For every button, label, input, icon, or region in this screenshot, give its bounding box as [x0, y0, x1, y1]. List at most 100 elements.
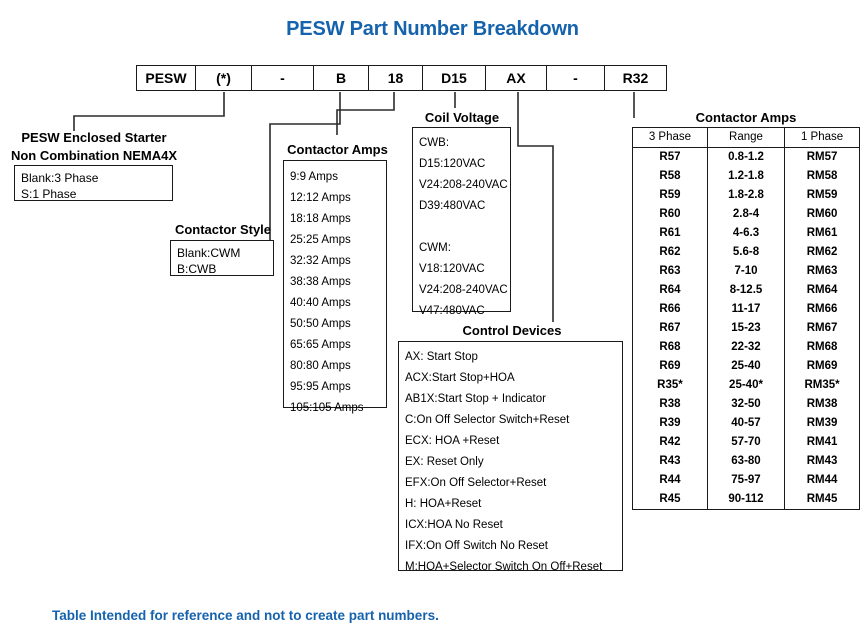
table-cell: RM68 — [806, 341, 838, 353]
control-devices-option: M:HOA+Selector Switch On Off+Reset — [405, 561, 603, 573]
coil-voltage-option: CWB: — [419, 137, 450, 149]
part-number-cell-2: - — [252, 66, 314, 90]
table-cell: 40-57 — [707, 414, 786, 433]
part-number-cell-6: AX — [486, 66, 547, 90]
coil-voltage-option: D39:480VAC — [419, 200, 486, 212]
enclosed-starter-options-box: Blank:3 Phase S:1 Phase — [14, 165, 173, 201]
page-title: PESW Part Number Breakdown — [286, 18, 579, 40]
table-cell: 25-40 — [707, 357, 786, 376]
coil-voltage-option: CWM: — [419, 242, 451, 254]
table-cell: R62 — [632, 243, 708, 262]
table-cell: 25-40* — [707, 376, 786, 395]
coil-voltage-spacer — [419, 217, 504, 238]
table-cell: RM39 — [806, 417, 838, 429]
coil-voltage-option: V24:208-240VAC — [419, 179, 508, 191]
table-cell: 75-97 — [707, 471, 786, 490]
table-cell: RM38 — [806, 398, 838, 410]
table-cell: RM63 — [806, 265, 838, 277]
part-number-cell-5: D15 — [423, 66, 486, 90]
table-cell: RM69 — [806, 360, 838, 372]
control-devices-option: EFX:On Off Selector+Reset — [405, 477, 547, 489]
contactor-amps-option: 38:38 Amps — [290, 276, 351, 288]
table-cell: 7-10 — [707, 262, 786, 281]
leader-control-devices — [517, 92, 554, 322]
table-cell: R67 — [632, 319, 708, 338]
table-cell: 4-6.3 — [707, 224, 786, 243]
table-cell: RM61 — [806, 227, 838, 239]
table-cell: 22-32 — [707, 338, 786, 357]
table-cell: R59 — [632, 186, 708, 205]
enclosed-starter-heading-line1: PESW Enclosed Starter — [21, 130, 167, 145]
table-cell: RM60 — [806, 208, 838, 220]
contactor-amps-option: 18:18 Amps — [290, 213, 351, 225]
contactor-amps-option: 40:40 Amps — [290, 297, 351, 309]
coil-voltage-options-box: CWB: D15:120VAC V24:208-240VAC D39:480VA… — [412, 127, 511, 317]
table-cell: R64 — [632, 281, 708, 300]
table-cell: R61 — [632, 224, 708, 243]
leader-enclosed-starter — [73, 92, 225, 131]
column-header-1-phase: 1 Phase — [784, 127, 860, 148]
contactor-amps-list-box: 9:9 Amps 12:12 Amps 18:18 Amps 25:25 Amp… — [283, 160, 387, 414]
control-devices-heading: Control Devices — [462, 323, 562, 338]
table-cell: RM41 — [806, 436, 838, 448]
coil-voltage-option: V47:480VAC — [419, 305, 485, 317]
contactor-style-options-box: Blank:CWM B:CWB — [170, 240, 274, 276]
table-cell: RM43 — [806, 455, 838, 467]
control-devices-options-box: AX: Start Stop ACX:Start Stop+HOA AB1X:S… — [398, 341, 623, 573]
enclosed-starter-heading-line2: Non Combination NEMA4X — [10, 148, 178, 163]
table-cell: 90-112 — [707, 490, 786, 510]
table-cell: 1.2-1.8 — [707, 167, 786, 186]
table-cell: R58 — [632, 167, 708, 186]
coil-voltage-option: V18:120VAC — [419, 263, 485, 275]
table-cell: RM35* — [804, 379, 840, 391]
table-cell: 0.8-1.2 — [707, 147, 786, 167]
table-cell: R60 — [632, 205, 708, 224]
control-devices-option: AB1X:Start Stop + Indicator — [405, 393, 546, 405]
contactor-style-option: B:CWB — [177, 262, 217, 276]
part-number-cell-8: R32 — [622, 70, 649, 86]
part-number-cell-4: 18 — [369, 66, 423, 90]
column-header-3-phase: 3 Phase — [632, 127, 708, 148]
table-cell: R38 — [632, 395, 708, 414]
part-number-cell-1: (*) — [196, 66, 252, 90]
coil-voltage-heading: Coil Voltage — [424, 110, 500, 125]
amps-table-heading: Contactor Amps — [695, 110, 797, 125]
contactor-amps-option: 9:9 Amps — [290, 171, 338, 183]
control-devices-option: AX: Start Stop — [405, 351, 478, 363]
coil-voltage-option: V24:208-240VAC — [419, 284, 508, 296]
table-cell: RM57 — [806, 151, 838, 163]
contactor-amps-option: 50:50 Amps — [290, 318, 351, 330]
control-devices-option: IFX:On Off Switch No Reset — [405, 540, 548, 552]
table-cell: R57 — [632, 147, 708, 167]
column-header-range: Range — [707, 127, 786, 148]
table-cell: R39 — [632, 414, 708, 433]
contactor-amps-list-heading: Contactor Amps — [287, 142, 388, 157]
contactor-amps-option: 95:95 Amps — [290, 381, 351, 393]
enclosed-starter-option: Blank:3 Phase — [21, 171, 99, 185]
table-cell: 57-70 — [707, 433, 786, 452]
contactor-amps-option: 25:25 Amps — [290, 234, 351, 246]
part-number-cell-7: - — [547, 66, 605, 90]
table-cell: 1.8-2.8 — [707, 186, 786, 205]
table-cell: R63 — [632, 262, 708, 281]
table-cell: 63-80 — [707, 452, 786, 471]
table-cell: 2.8-4 — [707, 205, 786, 224]
table-cell: RM66 — [806, 303, 838, 315]
table-cell: R42 — [632, 433, 708, 452]
footer-note: Table Intended for reference and not to … — [52, 608, 439, 623]
control-devices-option: ECX: HOA +Reset — [405, 435, 500, 447]
